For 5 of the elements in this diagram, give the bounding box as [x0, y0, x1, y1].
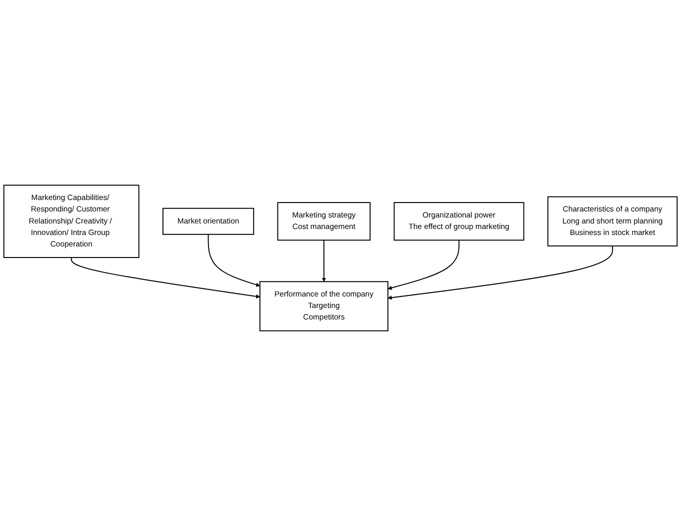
- arrow: [208, 234, 260, 287]
- arrow: [70, 257, 260, 298]
- arrow: [322, 240, 326, 282]
- arrow: [388, 240, 460, 290]
- arrow: [388, 245, 613, 300]
